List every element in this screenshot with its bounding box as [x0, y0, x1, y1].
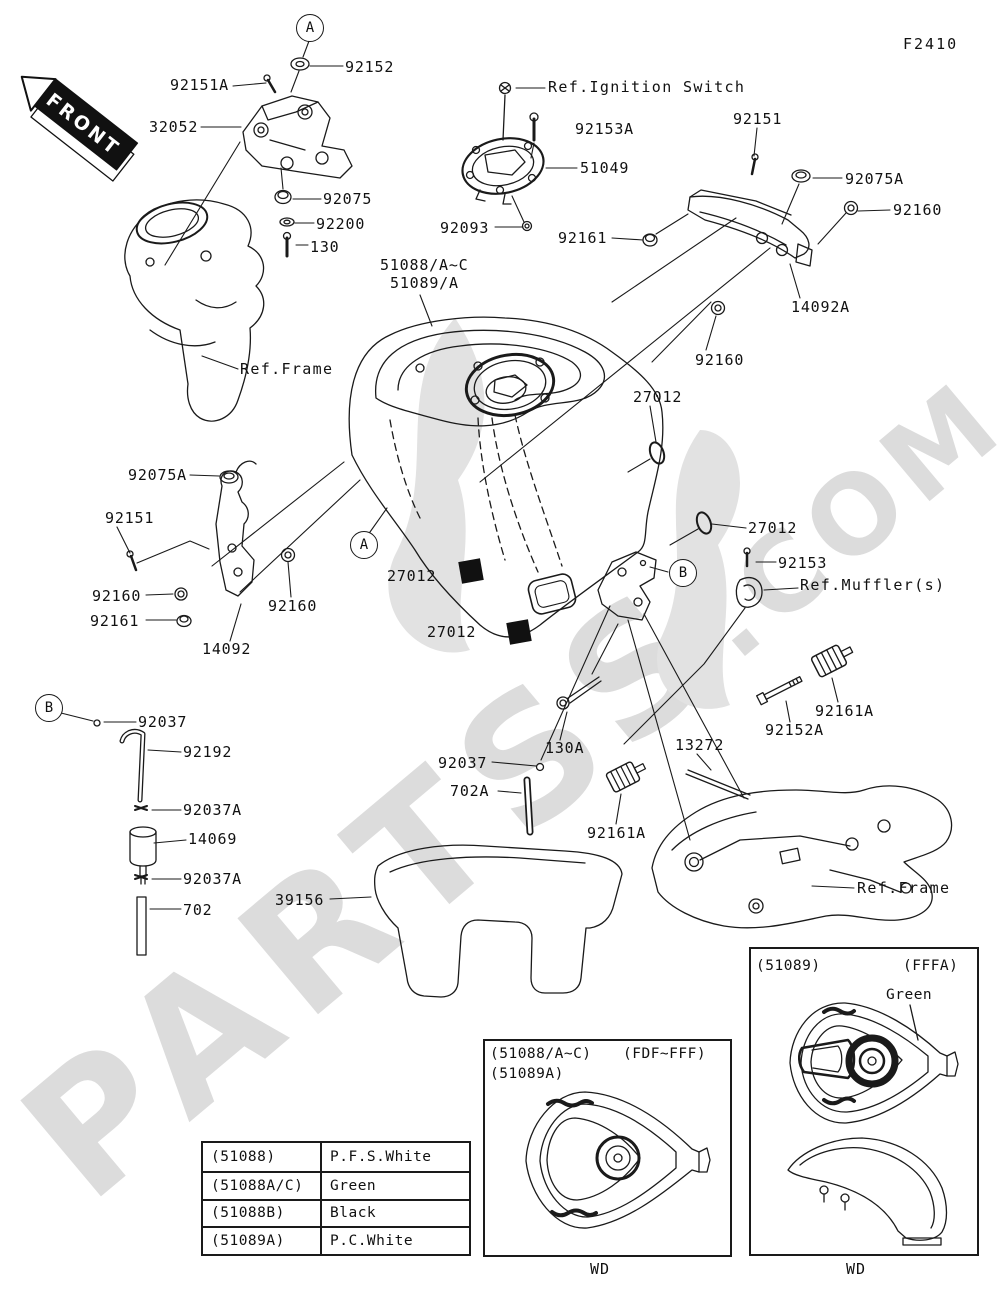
part-label-92161A-left: 92161A: [587, 824, 646, 842]
bracket-32052-drawing: [242, 95, 353, 179]
part-label-92151-left: 92151: [105, 509, 155, 527]
left-stay-14092-drawing: [126, 460, 296, 628]
color-table: (51088) P.F.S.White (51088A/C) Green (51…: [201, 1141, 471, 1256]
ref-ignition-switch-label: Ref.Ignition Switch: [548, 78, 746, 96]
inset-box-green: [749, 947, 979, 1256]
part-label-92153: 92153: [778, 554, 828, 572]
fuel-hose-parts-drawing: [93, 719, 545, 956]
top-hardware-drawing: [263, 57, 310, 258]
part-label-92160-mid: 92160: [695, 351, 745, 369]
part-label-702: 702: [183, 901, 213, 919]
rear-frame-drawing: [651, 785, 953, 929]
part-label-27012-1: 27012: [633, 388, 683, 406]
part-label-92075A-right: 92075A: [845, 170, 904, 188]
part-label-92037A-2: 92037A: [183, 870, 242, 888]
part-label-92161-top: 92161: [558, 229, 608, 247]
inset-right-color-callout: Green: [886, 987, 933, 1003]
part-label-27012-2: 27012: [748, 519, 798, 537]
ref-frame-left-label: Ref.Frame: [240, 360, 334, 378]
color-table-color-cell: Black: [320, 1198, 469, 1227]
part-label-92075A-left: 92075A: [128, 466, 187, 484]
part-label-130: 130: [310, 238, 340, 256]
part-label-51049: 51049: [580, 159, 630, 177]
heat-shield-39156-drawing: [373, 844, 623, 998]
part-label-32052: 32052: [149, 118, 199, 136]
part-label-14092A: 14092A: [791, 298, 850, 316]
marker-a-top: A: [296, 14, 324, 42]
part-label-51088AC: 51088/A~C: [380, 256, 469, 274]
color-table-color-cell: P.C.White: [320, 1226, 469, 1254]
rear-bracket-drawing: [556, 547, 763, 710]
part-label-39156: 39156: [275, 891, 325, 909]
part-label-92037-mid: 92037: [438, 754, 488, 772]
inset-right-range: (FFFA): [903, 958, 959, 974]
part-label-51089A: 51089/A: [390, 274, 459, 292]
part-label-92200: 92200: [316, 215, 366, 233]
part-label-92161-left: 92161: [90, 612, 140, 630]
inset-right-tank-topview: [789, 1002, 959, 1124]
marker-a-left: A: [350, 531, 378, 559]
part-label-92160-right: 92160: [893, 201, 943, 219]
part-label-130A: 130A: [545, 739, 585, 757]
marker-b-low: B: [35, 694, 63, 722]
part-label-92075: 92075: [323, 190, 373, 208]
color-table-code-cell: (51088A/C): [203, 1170, 320, 1199]
part-label-92151-right: 92151: [733, 110, 783, 128]
front-arrow: FRONT: [20, 75, 139, 182]
inset-left-footer: WD: [590, 1260, 611, 1278]
marker-b-mid: B: [669, 559, 697, 587]
rear-hardware-drawing: [605, 644, 854, 800]
color-table-color-cell: Green: [320, 1170, 469, 1199]
ref-frame-left-drawing: [124, 199, 265, 422]
part-label-92152A: 92152A: [765, 721, 824, 739]
part-label-92151A: 92151A: [170, 76, 229, 94]
part-label-92037A-1: 92037A: [183, 801, 242, 819]
leader-lines: [60, 40, 891, 910]
fuel-cap-51049-drawing: [461, 81, 658, 247]
page-code: F2410: [903, 35, 959, 53]
part-label-92037-left: 92037: [138, 713, 188, 731]
inset-right-footer: WD: [846, 1260, 867, 1278]
part-label-27012-3: 27012: [387, 567, 437, 585]
fuel-tank-drawing: [348, 316, 713, 645]
inset-left-codes-line1: (51088/A~C): [490, 1046, 592, 1062]
part-label-92153A: 92153A: [575, 120, 634, 138]
part-label-92093: 92093: [440, 219, 490, 237]
inset-box-white-green: [483, 1039, 732, 1257]
part-label-13272: 13272: [675, 736, 725, 754]
tank-pad-14092A-drawing: [687, 153, 859, 316]
part-label-14092: 14092: [202, 640, 252, 658]
color-table-code-cell: (51088B): [203, 1198, 320, 1227]
color-table-code-cell: (51089A): [203, 1226, 320, 1254]
part-label-92152: 92152: [345, 58, 395, 76]
ref-muffler-label: Ref.Muffler(s): [800, 576, 946, 594]
inset-left-range: (FDF~FFF): [623, 1046, 707, 1062]
inset-right-code: (51089): [756, 958, 821, 974]
inset-left-codes-line2: (51089A): [490, 1066, 564, 1082]
color-table-color-cell: P.F.S.White: [320, 1143, 469, 1171]
inset-right-tank-sideview: [787, 1137, 948, 1246]
part-label-92192: 92192: [183, 743, 233, 761]
part-label-14069: 14069: [188, 830, 238, 848]
part-label-92160-left: 92160: [92, 587, 142, 605]
part-label-92161A-right: 92161A: [815, 702, 874, 720]
part-label-27012-4: 27012: [427, 623, 477, 641]
ref-frame-bottom-label: Ref.Frame: [857, 879, 951, 897]
color-table-code-cell: (51088): [211, 1148, 276, 1165]
inset-left-tank-topview: [525, 1091, 711, 1229]
watermark-swoosh-shapes: [388, 318, 740, 709]
part-label-702A: 702A: [450, 782, 490, 800]
part-label-92160-midleft: 92160: [268, 597, 318, 615]
